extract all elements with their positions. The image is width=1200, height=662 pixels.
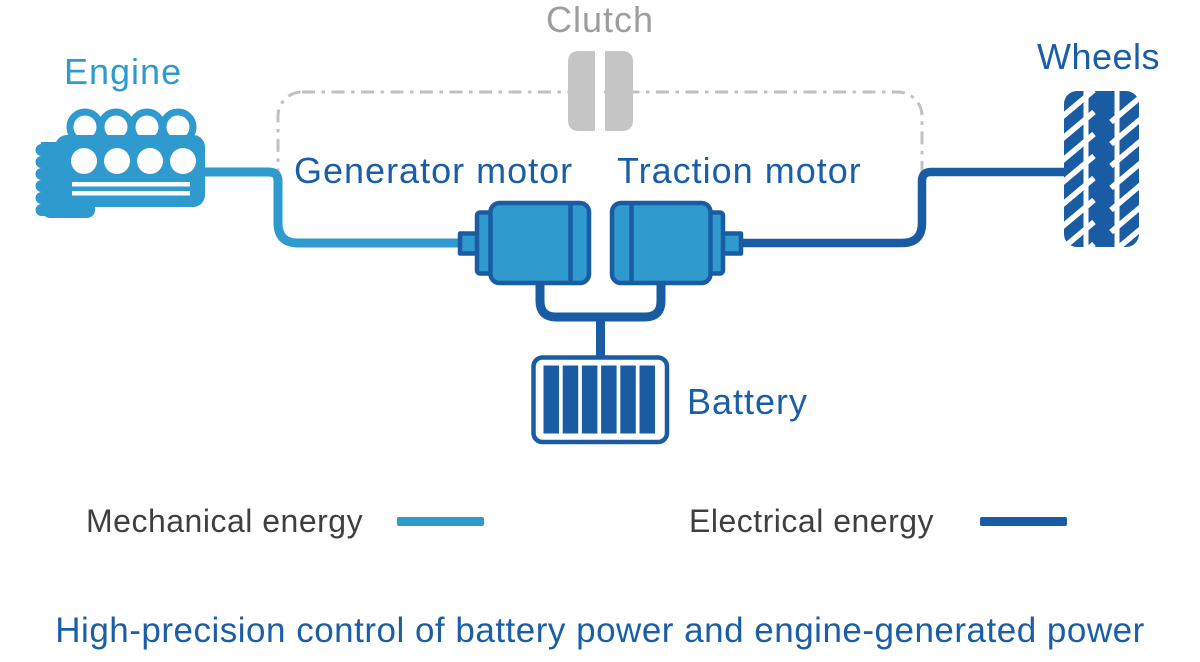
- mechanical-energy-line: [202, 167, 468, 248]
- motor-gap-mask: [588, 236, 614, 251]
- battery-label: Battery: [687, 381, 809, 422]
- caption-text: High-precision control of battery power …: [55, 611, 1145, 650]
- traction-motor-label: Traction motor: [617, 150, 862, 191]
- legend-mechanical-label: Mechanical energy: [86, 503, 364, 539]
- electrical-energy-line-battery: [535, 279, 666, 360]
- engine-icon: [35, 108, 205, 218]
- battery-icon: [531, 355, 670, 445]
- engine-label: Engine: [64, 51, 183, 92]
- electrical-energy-line-wheels: [734, 167, 1067, 248]
- wheel-icon: [1064, 91, 1139, 247]
- traction-motor-icon: [609, 200, 744, 286]
- legend-electrical-swatch: [980, 517, 1067, 526]
- generator-motor-icon: [457, 200, 592, 286]
- wheels-label: Wheels: [1037, 36, 1161, 77]
- legend-electrical-label: Electrical energy: [689, 503, 935, 539]
- clutch-gap-mask: [595, 51, 604, 131]
- legend-mechanical-swatch: [397, 517, 484, 526]
- clutch-label: Clutch: [545, 0, 655, 40]
- clutch-icon: [568, 51, 633, 131]
- generator-motor-label: Generator motor: [294, 150, 574, 191]
